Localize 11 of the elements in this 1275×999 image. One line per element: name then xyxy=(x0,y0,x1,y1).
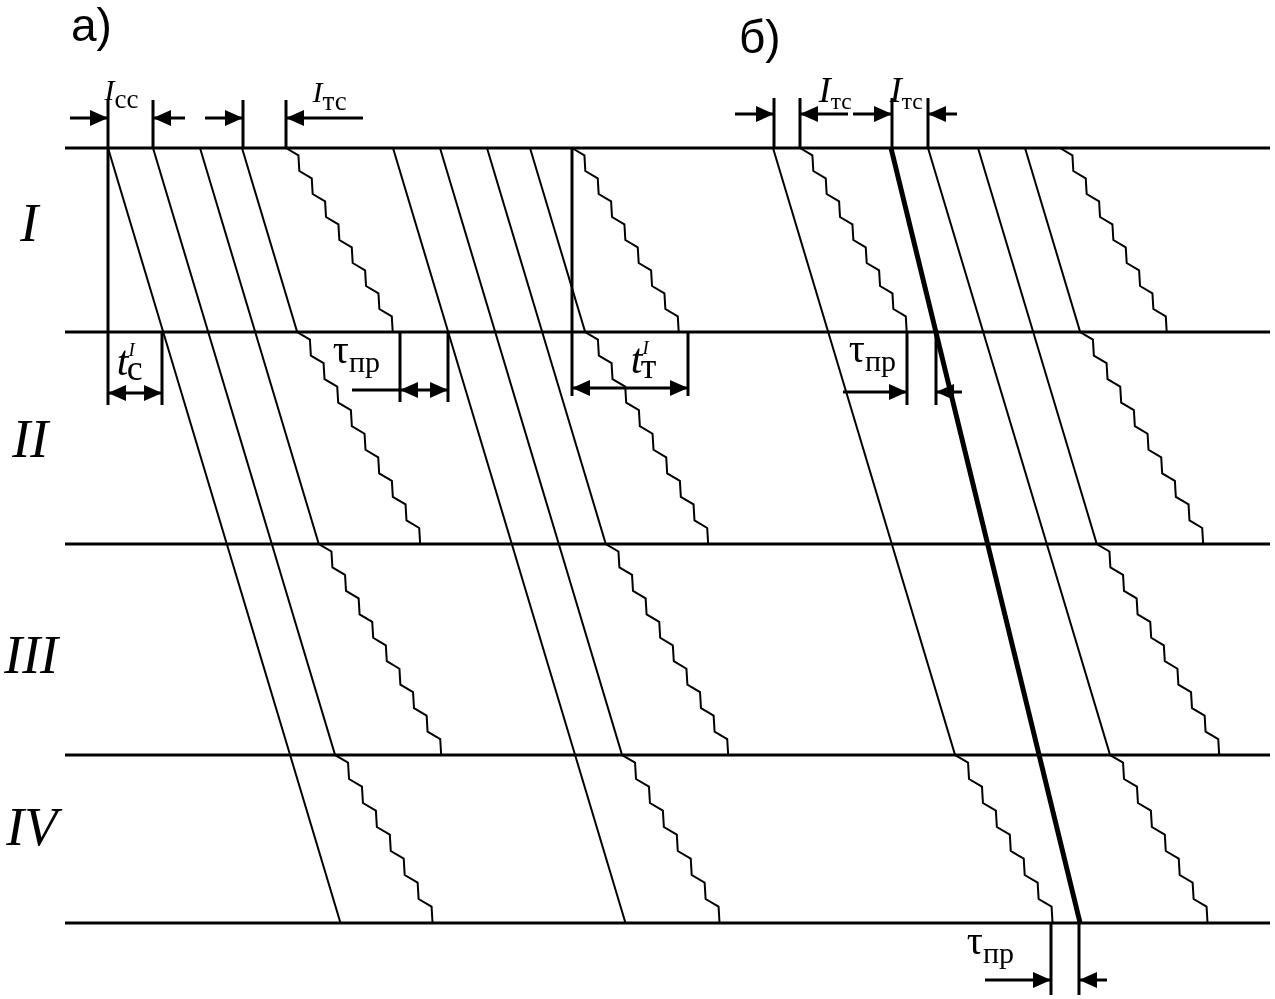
station-label: III xyxy=(3,628,61,682)
dimension-label: I$_{тс}$ xyxy=(818,72,853,114)
dimension-label: I$_{сс}$ xyxy=(104,75,140,114)
dimension-label: τ$_{пр}$ xyxy=(848,329,897,376)
dimension-label: τ$_{пр}$ xyxy=(966,921,1015,968)
station-label: I xyxy=(19,196,42,250)
station-label: II xyxy=(11,412,52,466)
station-label: IV xyxy=(4,800,65,854)
dimension-label: τ$_{пр}$ xyxy=(332,330,381,377)
dimension-label: I$_{тс}$ xyxy=(312,77,348,116)
dimension-label: I$_{тс}$ xyxy=(889,72,924,114)
